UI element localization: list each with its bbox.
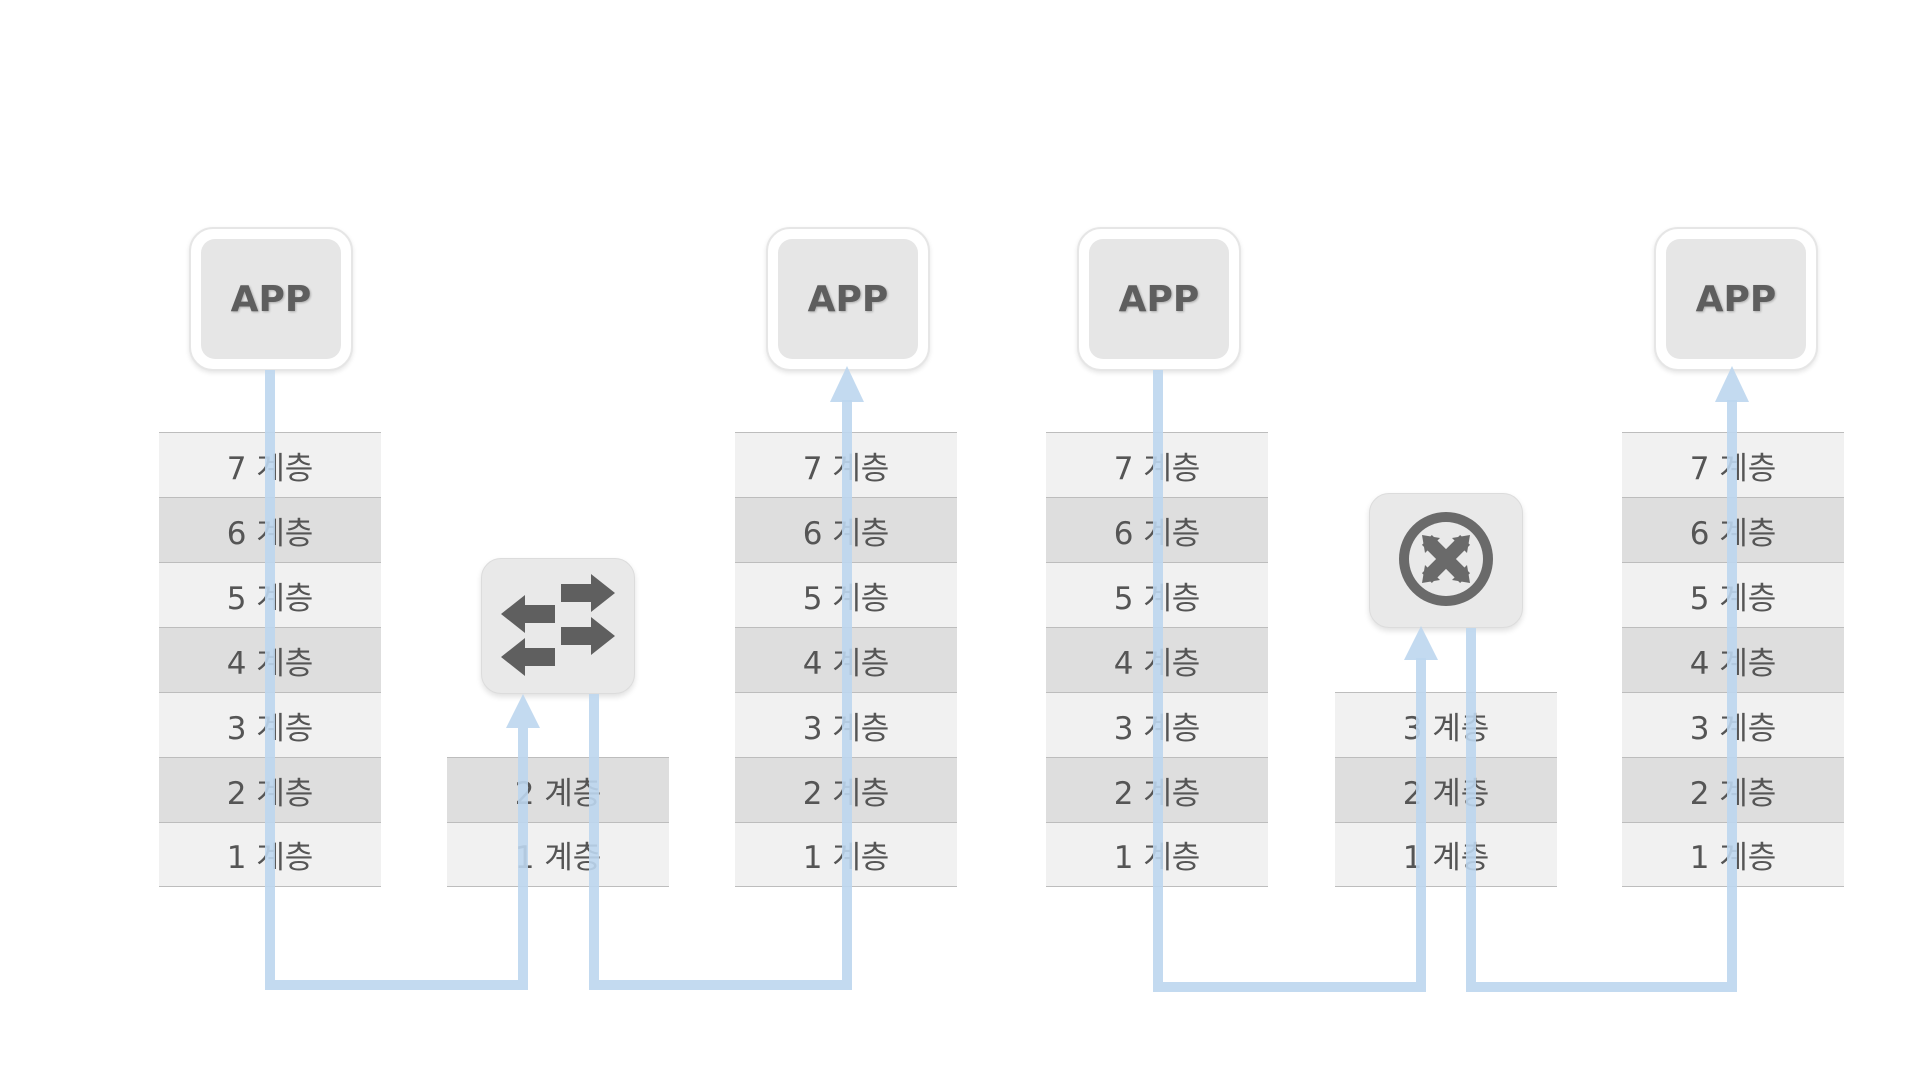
layer-7: 7 계층 (1046, 432, 1268, 497)
router-device (1369, 493, 1523, 628)
flow-arrowhead (1404, 626, 1438, 660)
app-box-sender-1: APP (189, 227, 353, 371)
flow-arrowhead (830, 366, 864, 402)
layer-5: 5 계층 (1622, 562, 1844, 627)
layer-7: 7 계층 (1622, 432, 1844, 497)
layer-3: 3 계층 (735, 692, 957, 757)
router-icon (1391, 504, 1501, 618)
layer-1: 1 계층 (447, 822, 669, 887)
layer-1: 1 계층 (1046, 822, 1268, 887)
layer-1: 1 계층 (1622, 822, 1844, 887)
layer-2: 2 계층 (447, 757, 669, 822)
layer-3: 3 계층 (1046, 692, 1268, 757)
layer-4: 4 계층 (1046, 627, 1268, 692)
layer-5: 5 계층 (159, 562, 381, 627)
layer-5: 5 계층 (1046, 562, 1268, 627)
app-box-sender-2: APP (1077, 227, 1241, 371)
layer-1: 1 계층 (1335, 822, 1557, 887)
app-box-receiver-2: APP (1654, 227, 1818, 371)
layer-4: 4 계층 (1622, 627, 1844, 692)
layer-2: 2 계층 (1622, 757, 1844, 822)
layer-2: 2 계층 (159, 757, 381, 822)
layer-4: 4 계층 (735, 627, 957, 692)
layer-1: 1 계층 (159, 822, 381, 887)
flow-arrowhead (506, 694, 540, 728)
layer-3: 3 계층 (1335, 692, 1557, 757)
layer-2: 2 계층 (735, 757, 957, 822)
layer-6: 6 계층 (1046, 497, 1268, 562)
layer-2: 2 계층 (1046, 757, 1268, 822)
layer-6: 6 계층 (159, 497, 381, 562)
layer-7: 7 계층 (735, 432, 957, 497)
layer-6: 6 계층 (735, 497, 957, 562)
layer-3: 3 계층 (1622, 692, 1844, 757)
layer-4: 4 계층 (159, 627, 381, 692)
layer-1: 1 계층 (735, 822, 957, 887)
app-label: APP (807, 278, 889, 320)
layer-2: 2 계층 (1335, 757, 1557, 822)
layer-5: 5 계층 (735, 562, 957, 627)
app-box-receiver-1: APP (766, 227, 930, 371)
app-label: APP (230, 278, 312, 320)
flow-arrowhead (1715, 366, 1749, 402)
switch-arrows-icon (493, 569, 623, 683)
layer-3: 3 계층 (159, 692, 381, 757)
app-label: APP (1695, 278, 1777, 320)
layer-7: 7 계층 (159, 432, 381, 497)
switch-device (481, 558, 635, 694)
layer-6: 6 계층 (1622, 497, 1844, 562)
app-label: APP (1118, 278, 1200, 320)
